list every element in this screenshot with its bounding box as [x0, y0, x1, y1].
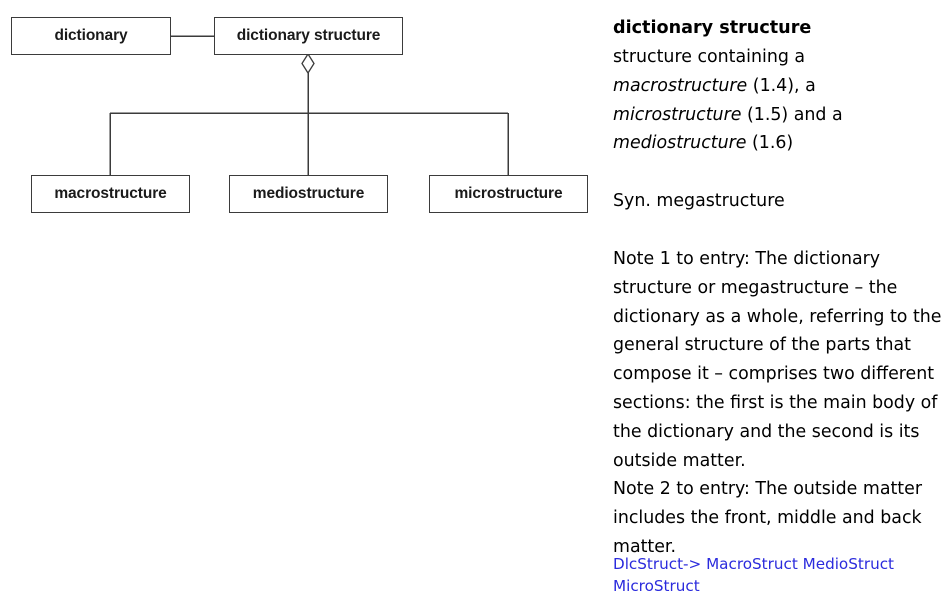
uml-node-macrostructure[interactable]: macrostructure [31, 175, 190, 213]
definition-line-1: structure containing a [613, 43, 946, 72]
definition-line-2: macrostructure (1.4), a [613, 72, 946, 101]
diagram-connectors [109, 35, 509, 175]
cross-reference-number-1-5: (1.5) and a [741, 104, 843, 125]
entry-note-2: Note 2 to entry: The outside matter incl… [613, 479, 922, 557]
cross-reference-number-1-6: (1.6) [746, 133, 794, 154]
definition-text: structure containing a [613, 47, 806, 67]
uml-node-mediostructure[interactable]: mediostructure [229, 175, 388, 213]
aggregation-diamond-icon [301, 52, 315, 75]
uml-diagram-panel: dictionary dictionary structure macrostr… [11, 17, 588, 213]
uml-node-mediostructure-label: mediostructure [252, 185, 365, 202]
uml-node-dictionary-label: dictionary [54, 27, 128, 44]
uml-node-microstructure-label: microstructure [454, 185, 563, 202]
uml-node-microstructure[interactable]: microstructure [429, 175, 588, 213]
uml-node-dictionary[interactable]: dictionary [11, 17, 171, 55]
entry-note-1: Note 1 to entry: The dictionary structur… [613, 249, 942, 471]
entry-notes: Note 1 to entry: The dictionary structur… [613, 245, 946, 562]
cross-reference-microstructure[interactable]: microstructure [613, 104, 742, 125]
cross-reference-mediostructure[interactable]: mediostructure [613, 133, 747, 154]
uml-node-dictionary-structure[interactable]: dictionary structure [214, 17, 403, 55]
cross-reference-number-1-4: (1.4), a [747, 75, 816, 96]
entry-definition: structure containing a macrostructure (1… [613, 43, 946, 158]
uml-node-dictionary-structure-label: dictionary structure [236, 27, 381, 44]
definition-line-4: mediostructure (1.6) [613, 129, 946, 158]
entry-synonym: Syn. megastructure [613, 191, 785, 211]
cross-reference-macrostructure[interactable]: macrostructure [613, 75, 748, 96]
entry-panel: dictionary structure structure containin… [613, 0, 946, 610]
definition-line-3: microstructure (1.5) and a [613, 101, 946, 130]
entry-concept-link[interactable]: DlcStruct-> MacroStruct MedioStruct Micr… [613, 555, 894, 595]
entry-term: dictionary structure [613, 18, 812, 38]
uml-node-macrostructure-label: macrostructure [54, 185, 167, 202]
